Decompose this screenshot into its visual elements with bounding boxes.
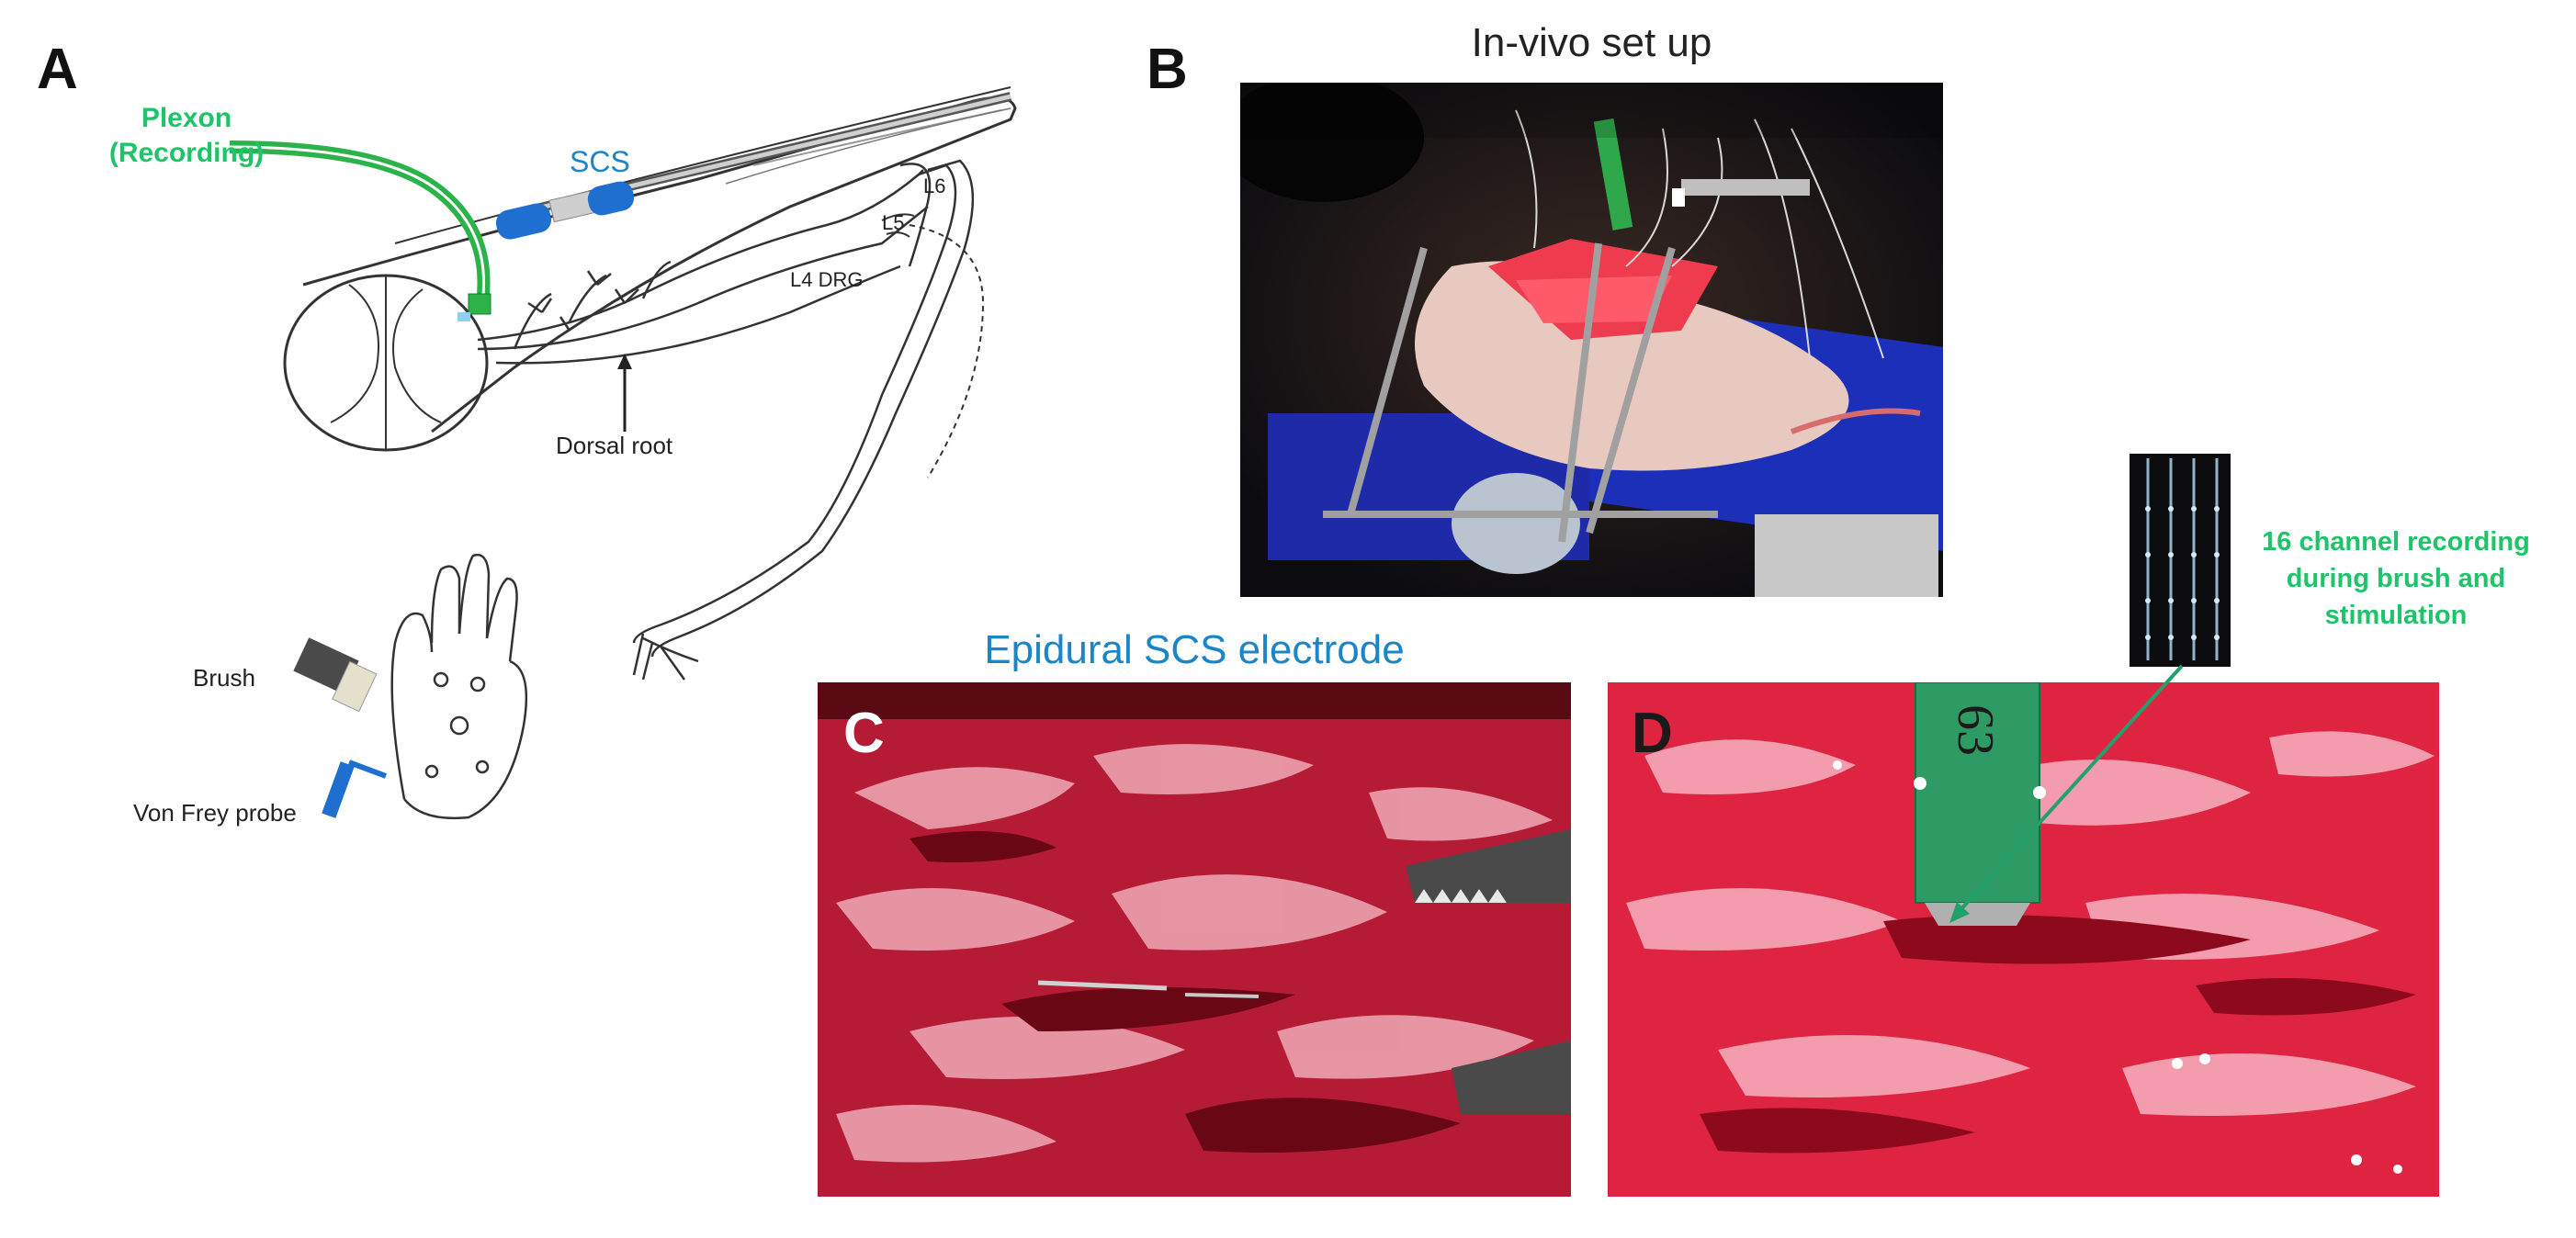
recording-probe-illustration bbox=[1608, 682, 2439, 1197]
recording-probe-photo: 63 D bbox=[1608, 682, 2439, 1197]
panel-a-letter: A bbox=[37, 38, 78, 101]
inset-pointer-arrow bbox=[1949, 664, 2184, 923]
von-frey-label: Von Frey probe bbox=[133, 799, 297, 827]
panel-c-letter: C bbox=[843, 702, 885, 765]
plexon-probe-tip bbox=[468, 293, 491, 315]
von-frey-probe-icon bbox=[322, 760, 388, 818]
dorsal-root-label: Dorsal root bbox=[556, 432, 673, 459]
epidural-scs-photo: C bbox=[818, 682, 1571, 1197]
l6-label: L6 bbox=[923, 174, 946, 197]
brush-icon bbox=[293, 637, 378, 713]
nerve-roots bbox=[477, 159, 975, 681]
scs-electrode bbox=[495, 92, 1012, 240]
recording-note-line2: during brush and bbox=[2286, 564, 2506, 593]
in-vivo-setup-photo bbox=[1240, 83, 1943, 597]
in-vivo-setup-illustration bbox=[1240, 83, 1943, 597]
spinal-cord-body bbox=[283, 86, 1017, 452]
probe-shank bbox=[1915, 682, 2039, 903]
l5-label: L5 bbox=[882, 211, 905, 234]
scs-label: SCS bbox=[570, 145, 630, 178]
panel-b-title: In-vivo set up bbox=[1471, 20, 1712, 65]
probe-channel-inset bbox=[2130, 454, 2231, 667]
rat-paw-icon bbox=[390, 553, 528, 819]
spinal-cord-diagram bbox=[229, 86, 1017, 819]
panel-b-letter: B bbox=[1147, 38, 1188, 101]
brush-label: Brush bbox=[193, 664, 255, 692]
epidural-scs-illustration bbox=[818, 682, 1571, 1197]
l4-drg-label: L4 DRG bbox=[790, 268, 864, 291]
recording-note: 16 channel recording during brush and st… bbox=[2240, 523, 2552, 634]
plexon-label-line2: (Recording) bbox=[108, 138, 265, 168]
plexon-label: Plexon (Recording) bbox=[99, 101, 274, 171]
recording-note-line3: stimulation bbox=[2324, 601, 2468, 630]
recording-note-line1: 16 channel recording bbox=[2262, 527, 2530, 557]
panel-c-title: Epidural SCS electrode bbox=[984, 627, 1405, 672]
probe-channel-diagram bbox=[2145, 458, 2220, 660]
plexon-label-line1: Plexon bbox=[141, 103, 232, 133]
panel-d-letter: D bbox=[1632, 702, 1673, 765]
